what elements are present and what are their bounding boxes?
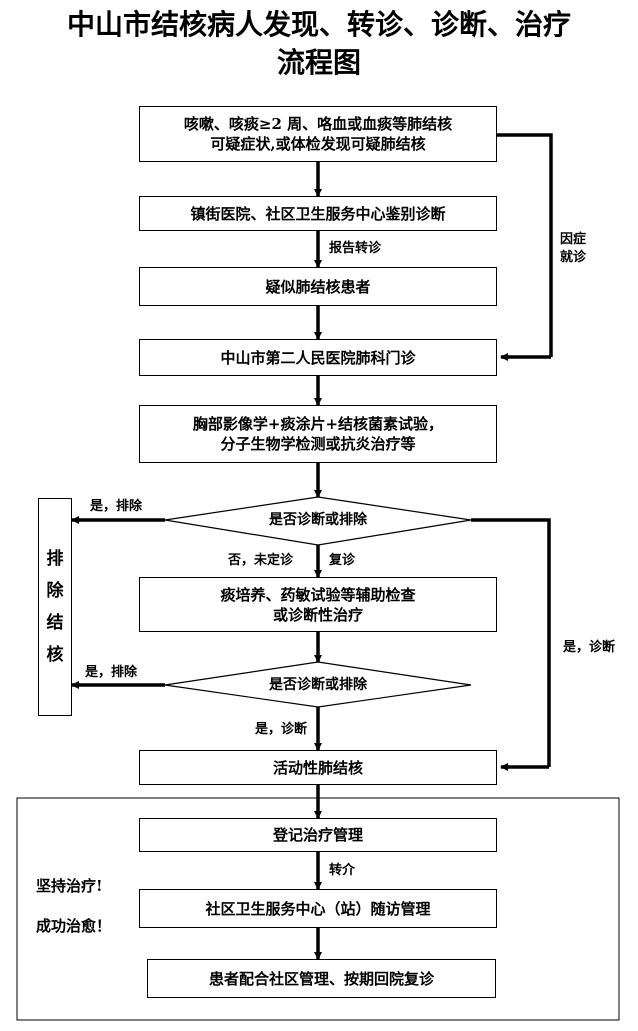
box-examinations: 胸部影像学+痰涂片+结核菌素试验， 分子生物学检测或抗炎治疗等 [139,405,497,463]
decision-1-label: 是否诊断或排除 [269,512,367,528]
box-auxiliary-tests-line1: 痰培养、药敏试验等辅助检查 [220,585,416,604]
label-yes-exclude-2: 是，排除 [85,665,138,680]
label-yes-diagnosis-2: 是，诊断 [563,640,616,655]
label-yes-exclude-1: 是，排除 [90,499,143,514]
label-transfer: 转介 [329,863,356,878]
box-patient-cooperation: 患者配合社区管理、按期回院复诊 [147,959,496,998]
exclude-char-1: 排 [46,549,64,569]
box-active-tb: 活动性肺结核 [139,750,497,785]
box-differential-diagnosis: 镇街医院、社区卫生服务中心鉴别诊断 [139,196,497,231]
diagram-title-line2: 流程图 [276,46,361,79]
box-auxiliary-tests-line2: 或诊断性治疗 [272,605,363,624]
box-examinations-line1: 胸部影像学+痰涂片+结核菌素试验， [192,415,444,433]
box-auxiliary-tests: 痰培养、药敏试验等辅助检查 或诊断性治疗 [139,577,497,632]
diagnosis-bypass-line [471,518,551,767]
box-outpatient: 中山市第二人民医院肺科门诊 [139,339,497,376]
box-registration: 登记治疗管理 [139,818,497,852]
decision-diamond-1 [164,496,472,546]
label-yes-diagnosis-1: 是，诊断 [255,722,308,737]
box-examinations-line2: 分子生物学检测或抗炎治疗等 [220,435,416,453]
box-followup: 社区卫生服务中心（站）随访管理 [139,889,497,928]
diagram-title-line1: 中山市结核病人发现、转诊、诊断、治疗 [66,8,571,41]
exclude-char-4: 核 [46,645,64,665]
label-symptom-visit-2: 就诊 [560,250,587,265]
decision-2-label: 是否诊断或排除 [269,677,367,693]
label-report-transfer: 报告转诊 [329,241,382,256]
decision-diamond-2 [164,661,472,708]
box-suspected-symptoms: 咳嗽、咳痰≥2 周、咯血或血痰等肺结核 可疑症状,或体检发现可疑肺结核 [139,106,497,162]
label-recheck: 复诊 [329,553,356,568]
label-symptom-visit-1: 因症 [560,232,587,247]
exclude-char-3: 结 [46,613,64,633]
label-persist-treatment: 坚持治疗! [36,877,103,895]
box-suspected-symptoms-line1: 咳嗽、咳痰≥2 周、咯血或血痰等肺结核 [183,115,453,133]
label-no-undetermined: 否，未定诊 [228,553,294,568]
bypass-line [497,133,553,357]
box-suspected-symptoms-line2: 可疑症状,或体检发现可疑肺结核 [210,135,426,153]
exclude-char-2: 除 [46,581,64,601]
box-exclude-tb: 排 除 结 核 [38,498,72,716]
label-successful-cure: 成功治愈！ [36,917,112,935]
box-suspected-patient: 疑似肺结核患者 [139,267,497,306]
